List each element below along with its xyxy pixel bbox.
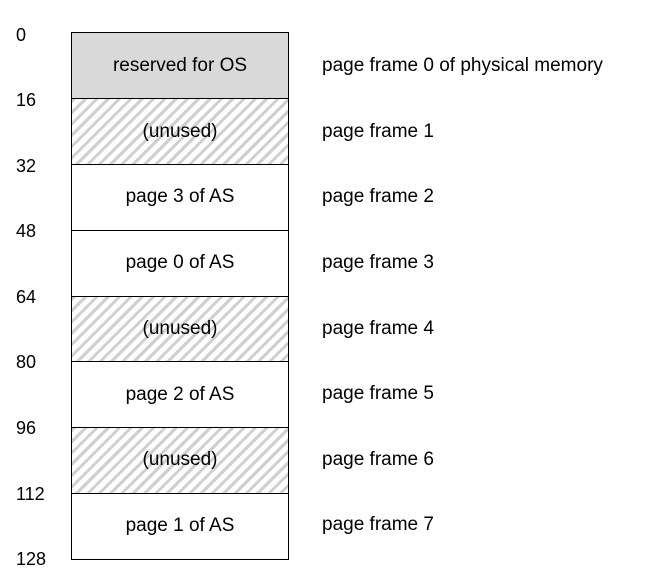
- address-label-112: 112: [16, 484, 45, 504]
- frame-0-content: reserved for OS: [112, 54, 248, 76]
- address-label-0: 0: [16, 25, 27, 45]
- frame-1-label: page frame 1: [322, 121, 434, 142]
- frame-5-label: page frame 5: [322, 383, 434, 404]
- address-label-64: 64: [16, 287, 37, 307]
- frame-6-label: page frame 6: [322, 449, 434, 470]
- frame-3-label: page frame 3: [322, 252, 434, 273]
- memory-stack: reserved for OS (unused) page 3 of AS pa…: [71, 32, 289, 560]
- frame-5-content: page 2 of AS: [125, 383, 235, 405]
- frame-4-label: page frame 4: [322, 318, 434, 339]
- frame-7-content: page 1 of AS: [125, 515, 235, 537]
- address-label-16: 16: [16, 90, 37, 110]
- frame-2-box: page 3 of AS: [71, 165, 289, 231]
- frame-2-label: page frame 2: [322, 186, 434, 207]
- frame-4-content: (unused): [142, 317, 218, 339]
- address-label-96: 96: [16, 418, 37, 438]
- frame-6-box: (unused): [71, 428, 289, 494]
- frame-1-box: (unused): [71, 99, 289, 165]
- frame-5-box: page 2 of AS: [71, 362, 289, 428]
- frame-1-content: (unused): [142, 120, 218, 142]
- frame-6-content: (unused): [142, 449, 218, 471]
- address-label-48: 48: [16, 221, 37, 241]
- address-label-128: 128: [16, 549, 47, 569]
- frame-4-box: (unused): [71, 296, 289, 363]
- address-label-32: 32: [16, 156, 37, 176]
- frame-3-box: page 0 of AS: [71, 230, 289, 297]
- frame-0-label: page frame 0 of physical memory: [322, 55, 603, 76]
- frame-3-content: page 0 of AS: [125, 252, 235, 274]
- frame-2-content: page 3 of AS: [125, 186, 235, 208]
- frame-0-box: reserved for OS: [71, 32, 289, 100]
- frame-7-label: page frame 7: [322, 514, 434, 535]
- address-label-80: 80: [16, 352, 37, 372]
- frame-7-box: page 1 of AS: [71, 493, 289, 560]
